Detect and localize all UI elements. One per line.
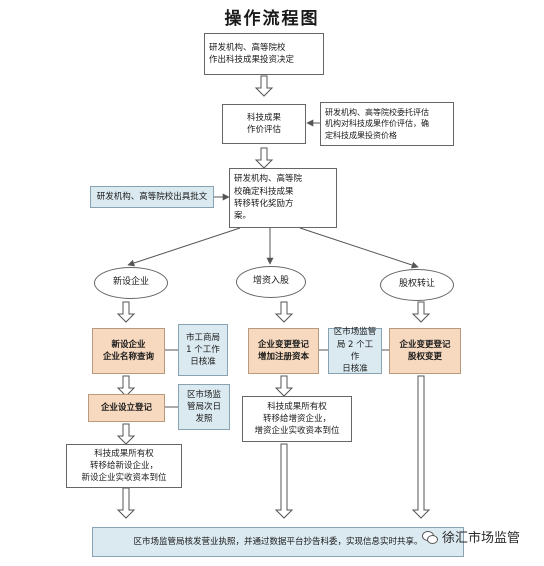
step-name-check: 新设企业 企业名称查询 xyxy=(92,328,165,374)
block-arrow xyxy=(254,147,274,169)
step-change-registration-equity: 企业变更登记 股权变更 xyxy=(389,328,461,374)
step-new-enterprise-capital: 科技成果所有权 转移给新设企业， 新设企业实收资本到位 xyxy=(66,444,182,488)
branch-equity-transfer: 股权转让 xyxy=(380,269,454,301)
note-approval: 研发机构、高等院校出具批文 xyxy=(90,186,214,208)
block-arrow xyxy=(116,301,136,323)
branch-new-enterprise: 新设企业 xyxy=(94,267,168,299)
step-change-registration-capital: 企业变更登记 增加注册资本 xyxy=(248,328,319,374)
step-reward-plan: 研发机构、高等院 校确定科技成果 转移转化奖励方 案。 xyxy=(229,168,337,228)
block-arrow xyxy=(116,487,136,519)
block-arrow xyxy=(274,375,294,397)
note-valuation: 研发机构、高等院校委托评估 机构对科技成果作价评估，确 定科技成果投资价格 xyxy=(320,102,454,146)
watermark: 徐汇市场监管 xyxy=(422,527,520,546)
step-valuation: 科技成果 作价评估 xyxy=(222,104,306,144)
block-arrow xyxy=(411,375,431,519)
block-arrow xyxy=(411,301,431,323)
final-step-license: 区市场监管局核发营业执照，并通过数据平台抄告科委，实现信息实时共享。 xyxy=(92,527,464,557)
note-name-check: 市工商局 1 个工作 日核准 xyxy=(178,324,228,376)
branch-capital-increase: 增资入股 xyxy=(236,266,306,298)
wechat-icon xyxy=(422,530,438,544)
block-arrow xyxy=(254,75,274,97)
block-arrow xyxy=(116,375,136,397)
block-arrow xyxy=(274,301,294,323)
diagram-title: 操作流程图 xyxy=(224,9,320,29)
watermark-text: 徐汇市场监管 xyxy=(442,531,521,546)
step-establishment-registration: 企业设立登记 xyxy=(88,394,165,422)
note-change-registration: 区市场监管 局 2 个工作 日核准 xyxy=(328,327,382,374)
block-arrow xyxy=(274,443,294,519)
step-investment-decision: 研发机构、高等院校 作出科技成果投资决定 xyxy=(204,33,324,75)
block-arrow xyxy=(116,423,136,445)
note-establishment: 区市场监 管局次日 发照 xyxy=(178,384,230,430)
step-capital-increase-capital: 科技成果所有权 转移给增资企业， 增资企业实收资本到位 xyxy=(242,396,352,442)
